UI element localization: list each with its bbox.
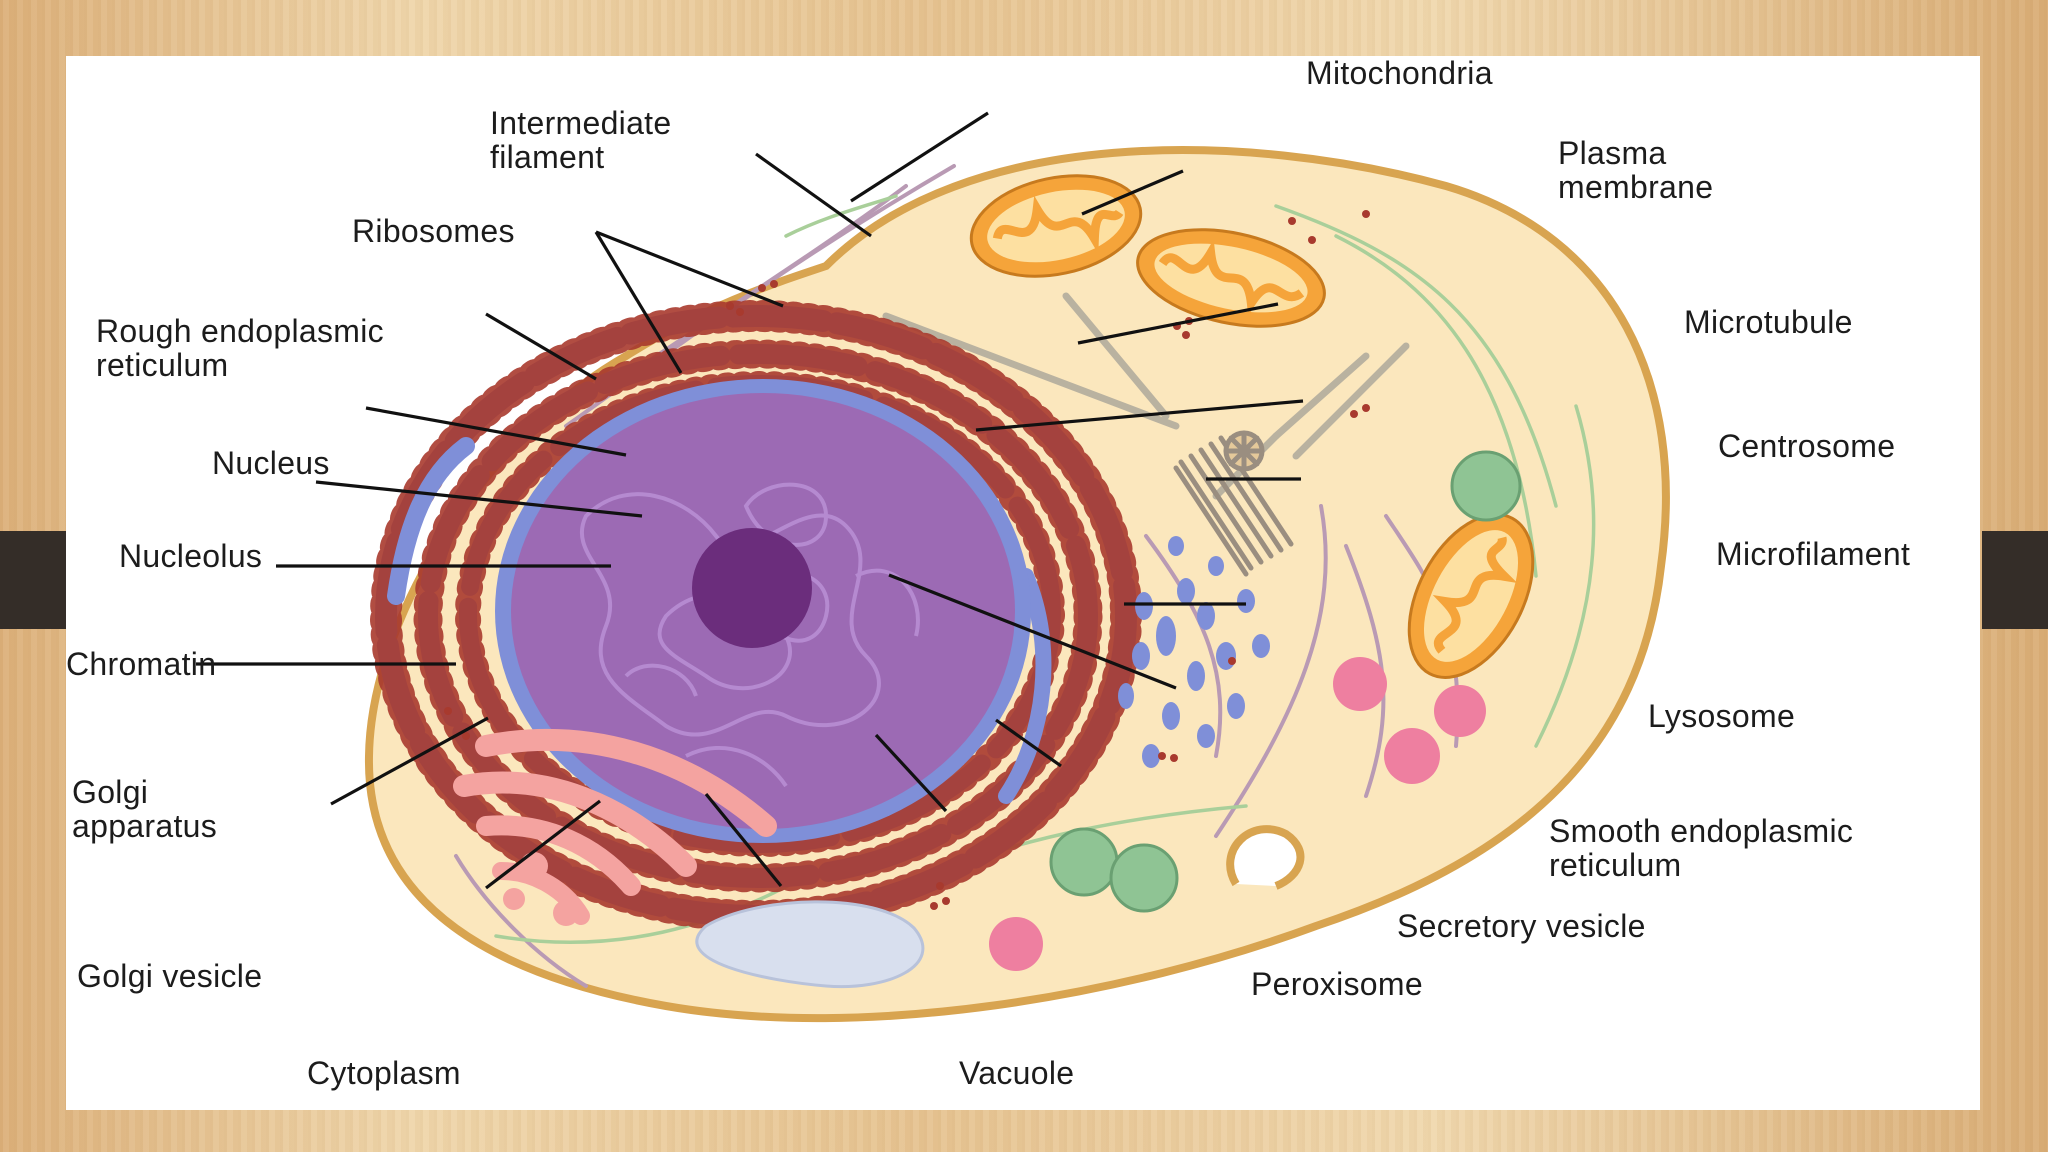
label-peroxisome: Peroxisome bbox=[1251, 966, 1423, 1002]
leader-rough-er bbox=[485, 312, 597, 381]
label-nucleus: Nucleus bbox=[212, 445, 330, 481]
label-rough-er: Rough endoplasmic reticulum bbox=[96, 313, 384, 383]
nucleus bbox=[495, 379, 1031, 843]
label-nucleolus: Nucleolus bbox=[119, 538, 263, 574]
label-cytoplasm: Cytoplasm bbox=[307, 1055, 461, 1091]
leader-lines bbox=[196, 111, 1304, 890]
label-microfilament: Microfilament bbox=[1716, 536, 1911, 572]
golgi-apparatus bbox=[453, 728, 777, 925]
label-vacuole: Vacuole bbox=[959, 1055, 1075, 1091]
label-centrosome: Centrosome bbox=[1718, 428, 1896, 464]
leader-ribosomes-a bbox=[595, 230, 784, 308]
smooth-endoplasmic-reticulum bbox=[1118, 536, 1270, 768]
nucleolus bbox=[692, 528, 812, 648]
label-mitochondria: Mitochondria bbox=[1306, 56, 1493, 91]
lysosomes bbox=[989, 657, 1486, 971]
leader-smooth-er bbox=[888, 573, 1177, 690]
leader-golgi-vesicle bbox=[330, 716, 489, 806]
label-golgi-vesicle: Golgi vesicle bbox=[77, 958, 263, 994]
label-golgi-apparatus: Golgi apparatus bbox=[72, 774, 218, 844]
leader-secretory-vesicle bbox=[995, 718, 1062, 768]
golgi-vesicles bbox=[503, 852, 579, 926]
label-intermediate-filament: Intermediate filament bbox=[490, 105, 672, 175]
label-microtubule: Microtubule bbox=[1684, 304, 1853, 340]
label-plasma-membrane: Plasma membrane bbox=[1558, 135, 1714, 205]
leader-nucleus bbox=[365, 406, 627, 457]
leader-mitochondria bbox=[850, 111, 989, 203]
free-ribosomes bbox=[444, 210, 1370, 910]
centrosome bbox=[1173, 430, 1294, 577]
animal-cell-diagram bbox=[196, 111, 1670, 1023]
mitochondria bbox=[969, 174, 1535, 679]
left-dark-band bbox=[0, 531, 66, 629]
leader-plasma-membrane bbox=[1081, 169, 1184, 216]
leader-ribosomes-b bbox=[594, 231, 683, 374]
leader-cytoplasm bbox=[485, 799, 601, 890]
leader-centrosome bbox=[975, 399, 1304, 432]
label-lysosome: Lysosome bbox=[1648, 698, 1796, 734]
leader-vacuole bbox=[704, 792, 783, 888]
leader-peroxisome bbox=[874, 733, 948, 813]
secretory-vesicle bbox=[1226, 825, 1305, 890]
leader-intermediate-filament bbox=[755, 152, 872, 238]
vacuole bbox=[695, 900, 925, 989]
leader-nucleolus bbox=[315, 480, 643, 518]
right-dark-band bbox=[1982, 531, 2048, 629]
label-ribosomes: Ribosomes bbox=[352, 213, 515, 249]
slide-panel: Intermediate filament Ribosomes Rough en… bbox=[66, 56, 1980, 1110]
leader-microtubule bbox=[1077, 302, 1279, 345]
label-secretory-vesicle: Secretory vesicle bbox=[1397, 908, 1646, 944]
peroxisomes bbox=[1049, 450, 1522, 913]
label-smooth-er: Smooth endoplasmic reticulum bbox=[1549, 813, 1854, 883]
label-chromatin: Chromatin bbox=[66, 646, 217, 682]
